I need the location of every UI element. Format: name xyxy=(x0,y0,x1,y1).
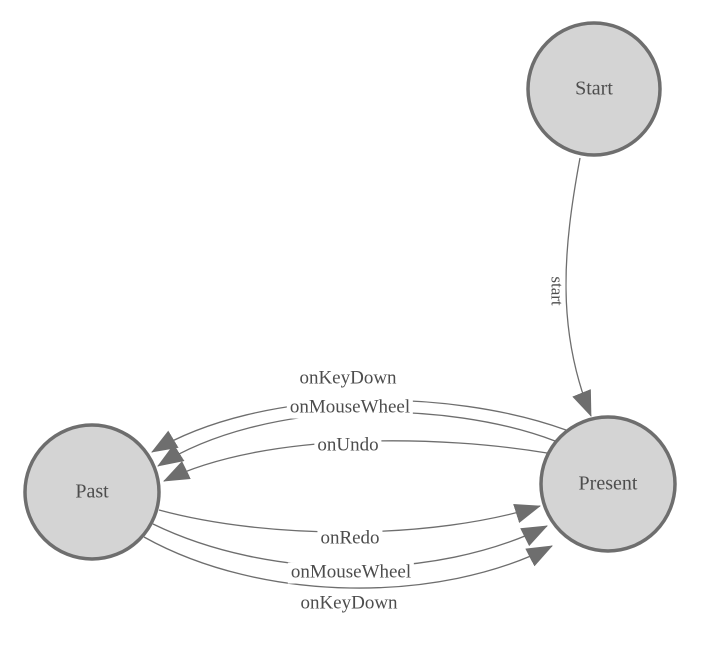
edge-label-onmousewheel-bottom: onMouseWheel xyxy=(287,562,415,584)
state-label-present: Present xyxy=(578,472,638,495)
state-label-past: Past xyxy=(75,480,109,503)
edge-label-onundo: onUndo xyxy=(314,435,382,457)
state-node-start[interactable] xyxy=(526,21,662,157)
edge-label-start: start xyxy=(546,273,566,309)
state-node-present[interactable] xyxy=(539,415,677,553)
state-node-past[interactable] xyxy=(23,423,161,561)
edge-label-onmousewheel-top: onMouseWheel xyxy=(286,397,414,419)
edge-label-onkeydown-bottom: onKeyDown xyxy=(297,593,401,615)
edge-label-onkeydown-top: onKeyDown xyxy=(296,368,400,390)
state-label-start: Start xyxy=(575,77,613,100)
edge-start-to-present[interactable] xyxy=(565,157,592,417)
edge-label-onredo: onRedo xyxy=(317,528,383,550)
edge-past-to-present-keydown[interactable] xyxy=(143,536,553,589)
